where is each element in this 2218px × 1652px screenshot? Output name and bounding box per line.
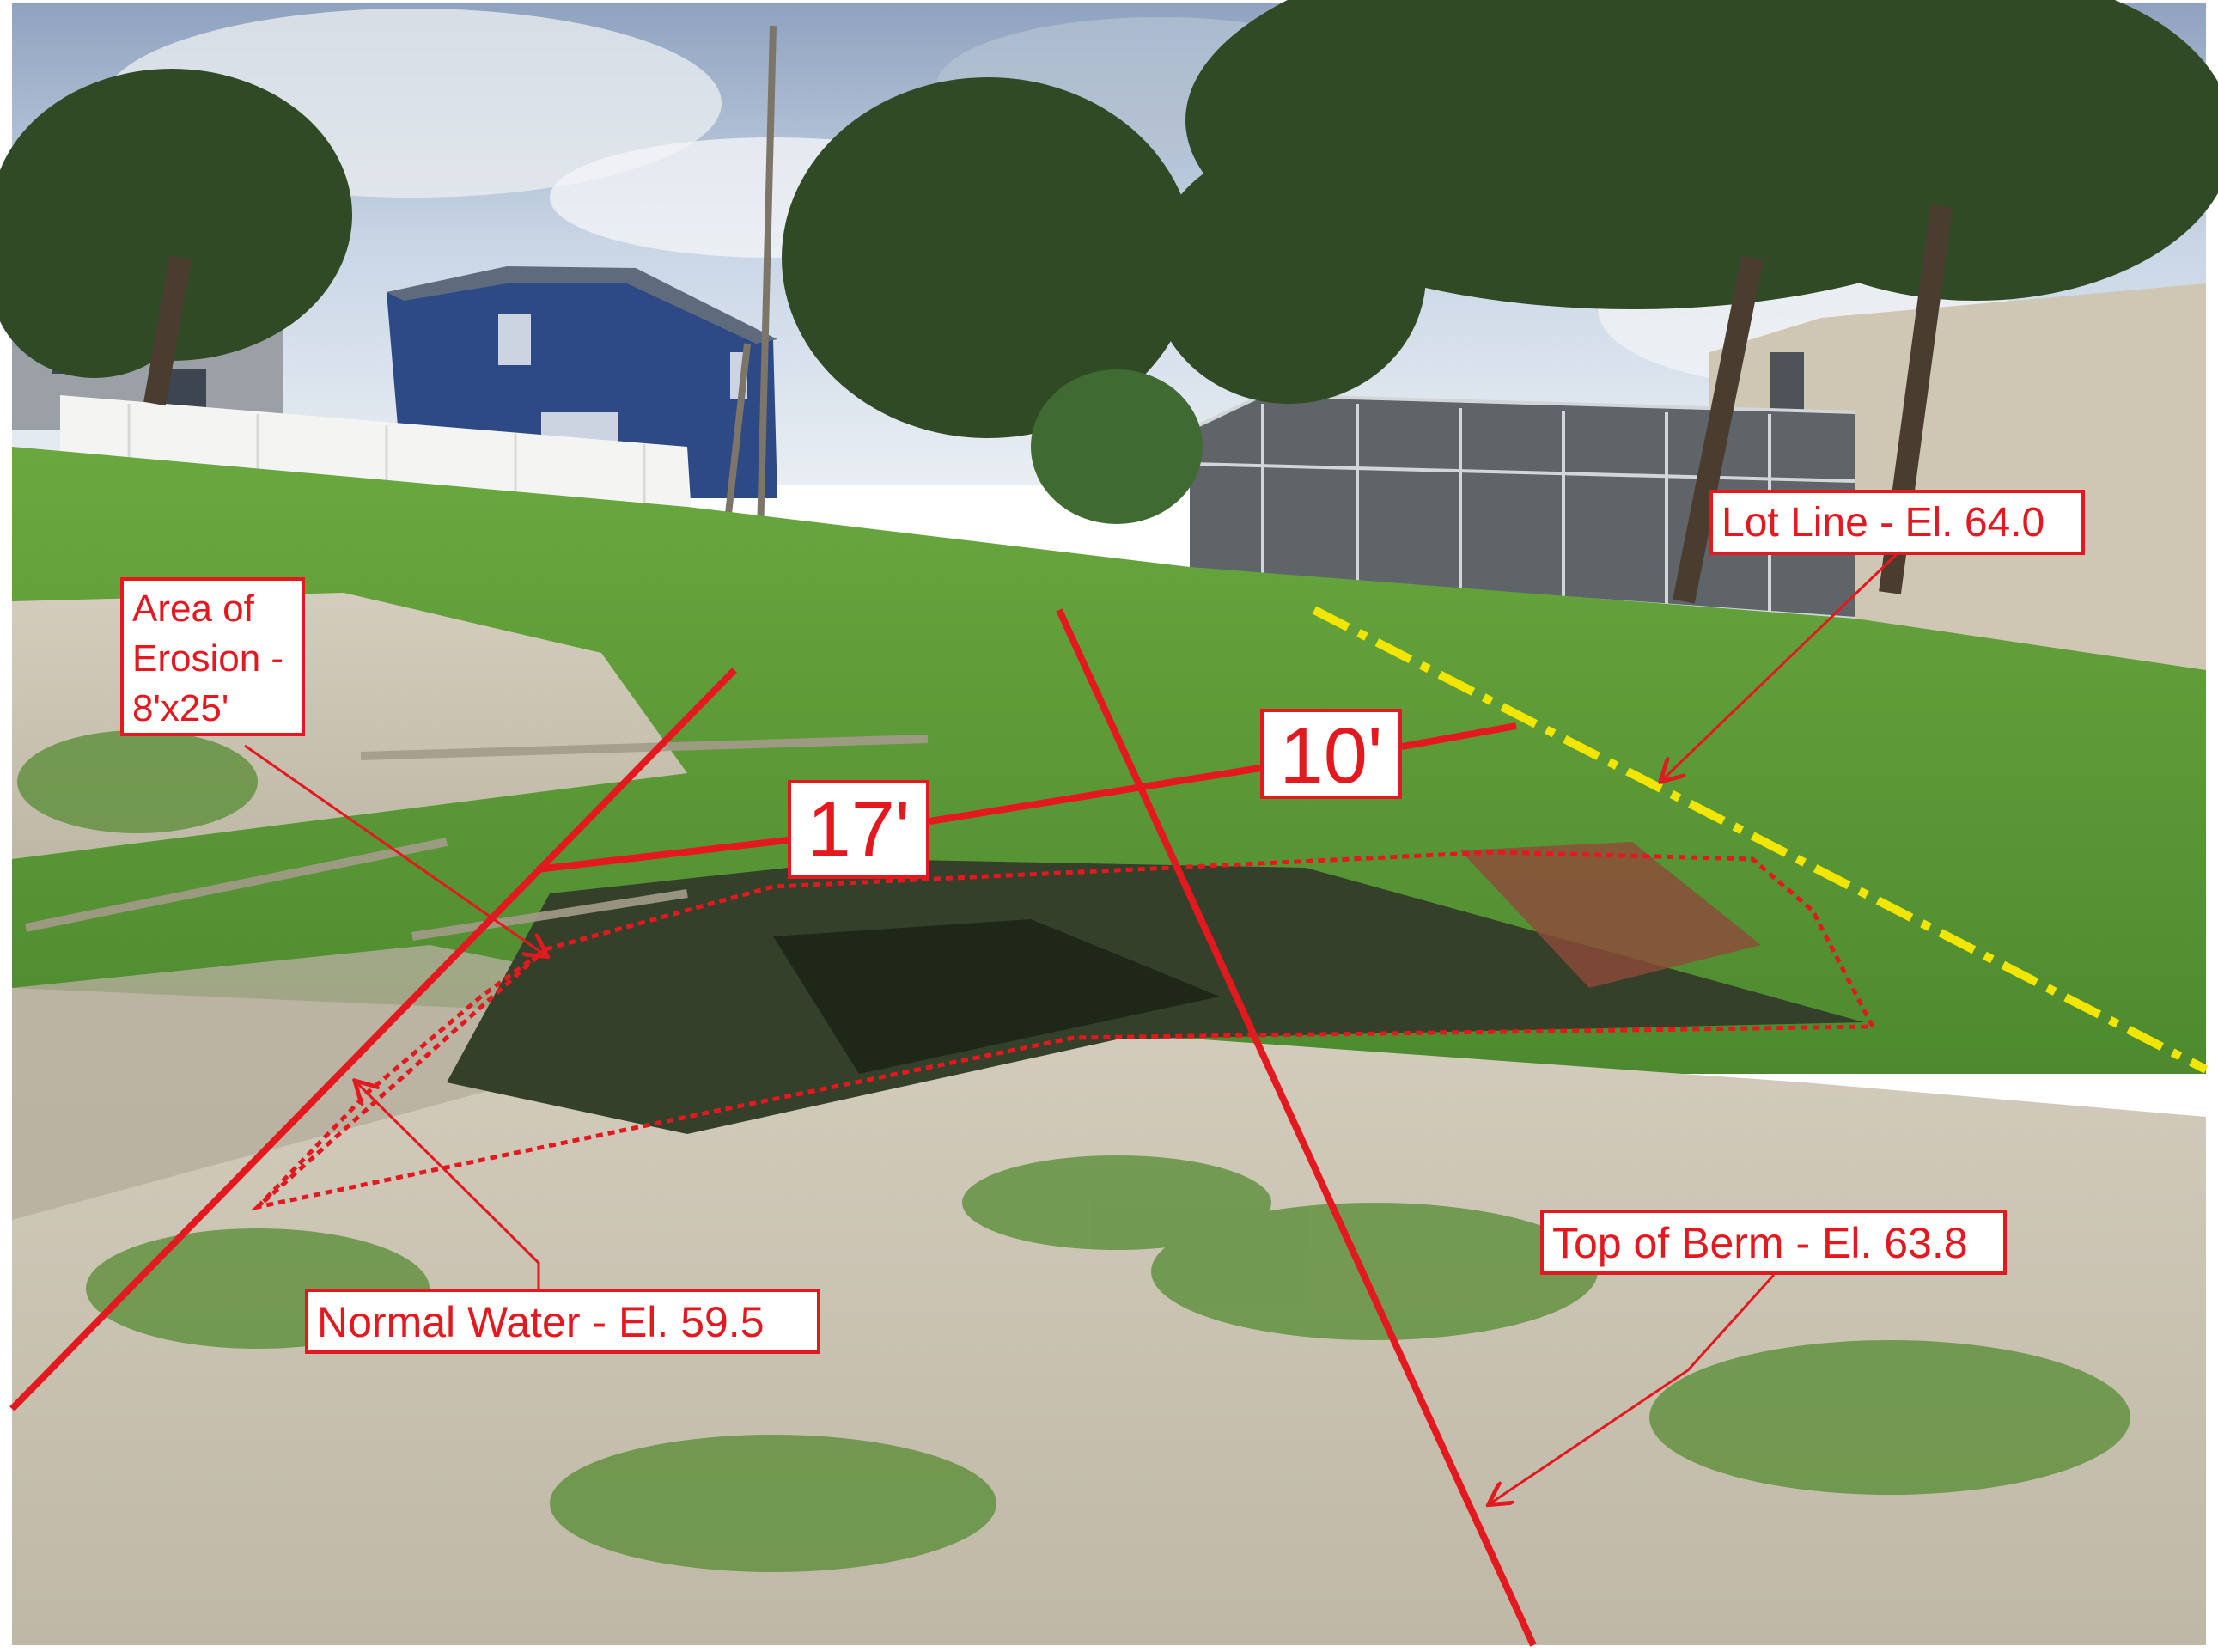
survey-line-left [9,668,737,1411]
leader-lot-line [1662,553,1898,780]
erosion-outline-upper [250,850,1877,1211]
lot-line-label: Lot Line - El. 64.0 [1709,490,2085,555]
tree-canopy [0,0,2218,524]
leader-top-of-berm [1490,1273,1776,1503]
leader-erosion [244,744,545,955]
normal-water-label: Normal Water - El. 59.5 [305,1289,820,1354]
lot-line-marker [1312,606,2209,1074]
dimension-line-17 [536,837,789,873]
dimension-line-10 [1401,722,1517,750]
area-of-erosion-line1: Area of [132,588,254,630]
top-of-berm-label: Top of Berm - El. 63.8 [1540,1210,2007,1275]
dimension-10-label: 10' [1260,709,1402,799]
erosion-outline-lower [256,947,547,1209]
white-fence [60,395,692,515]
survey-line-right [1056,608,1537,1647]
area-of-erosion-label: Area of Erosion - 8'x25' [120,577,305,736]
dimension-line-17-to-10 [929,765,1261,825]
dimension-17-label: 17' [788,780,929,879]
leader-normal-water [356,1082,540,1289]
area-of-erosion-line3: 8'x25' [132,687,229,729]
area-of-erosion-line2: Erosion - [132,637,284,680]
